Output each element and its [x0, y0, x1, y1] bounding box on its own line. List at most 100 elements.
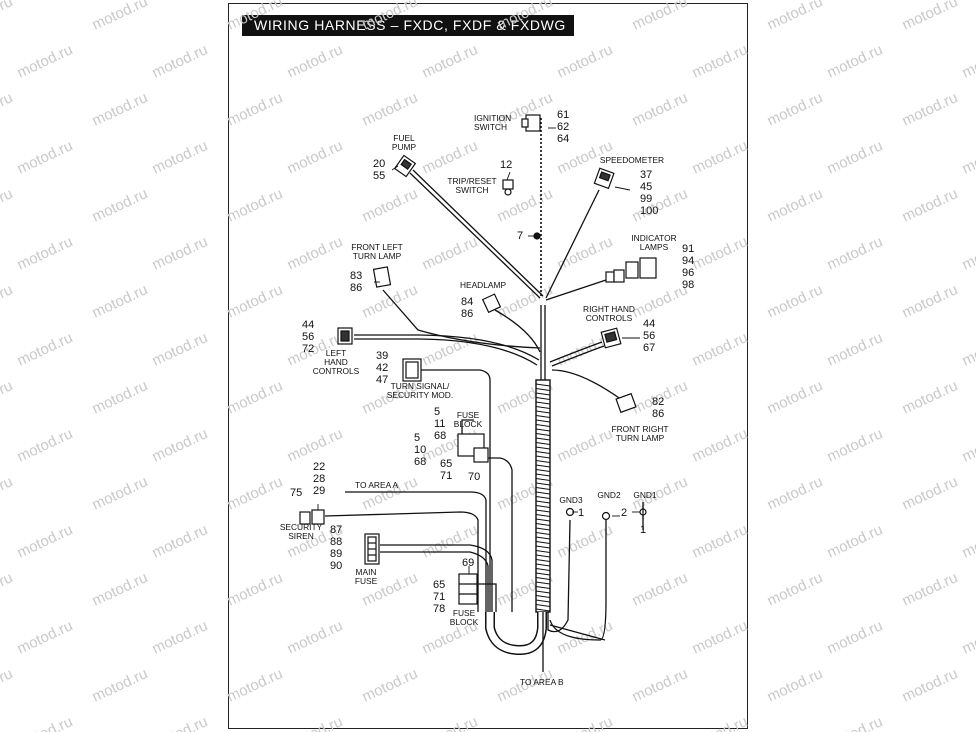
watermark-text: motod.ru [765, 185, 826, 225]
trip-reset-label: TRIP/RESET [447, 176, 496, 186]
trunk-rib [535, 401, 551, 405]
fuse-block-upper-left-wire-number: 10 [414, 444, 426, 456]
fuse-block-lower-label: BLOCK [450, 617, 479, 627]
watermark-text: motod.ru [960, 521, 976, 561]
trunk-rib [535, 550, 551, 553]
front-left-turn-wire-number: 83 [350, 270, 362, 282]
fuse-block-upper-wire-number: 5 [434, 406, 440, 418]
watermark-text: motod.ru [15, 329, 76, 369]
watermark-text: motod.ru [900, 281, 961, 321]
trunk-rib [535, 523, 551, 526]
trunk-rib [535, 527, 551, 531]
watermark-text: motod.ru [690, 329, 751, 369]
watermark-text: motod.ru [960, 41, 976, 81]
turn-signal-module-shape [402, 358, 422, 382]
left-hand-controls-label: HAND [324, 357, 348, 367]
fuel-pump-label: PUMP [392, 142, 417, 152]
watermark-text: motod.ru [285, 617, 346, 657]
fuse-block-upper-left-wire-number: 68 [414, 456, 426, 468]
clip-shape [533, 232, 541, 240]
watermark-text: motod.ru [150, 137, 211, 177]
gnd2-label: GND2 [597, 490, 621, 500]
watermark-text: motod.ru [15, 137, 76, 177]
watermark-text: motod.ru [690, 233, 751, 273]
watermark-text: motod.ru [285, 137, 346, 177]
watermark-text: motod.ru [90, 569, 151, 609]
fuse-block-upper-right-wire-number: 65 [440, 458, 452, 470]
watermark-text: motod.ru [690, 617, 751, 657]
right-hand-controls-wire-number: 44 [643, 318, 655, 330]
fuel-pump-wire-number: 20 [373, 158, 385, 170]
watermark-text: motod.ru [900, 0, 961, 34]
watermark-text: motod.ru [555, 617, 616, 657]
watermark-text: motod.ru [90, 89, 151, 129]
watermark-text: motod.ru [900, 473, 961, 513]
watermark-text: motod.ru [90, 281, 151, 321]
trunk-rib [535, 478, 551, 481]
watermark-text: motod.ru [555, 41, 616, 81]
watermark-text: motod.ru [0, 665, 15, 705]
trunk-rib [535, 428, 551, 432]
watermark-text: motod.ru [90, 185, 151, 225]
trunk-rib [535, 473, 551, 477]
trunk-rib [535, 442, 551, 445]
trunk-rib [535, 383, 551, 387]
trunk-rib [535, 532, 551, 535]
watermark-text: motod.ru [825, 137, 886, 177]
trunk-rib [535, 554, 551, 558]
watermark-text: motod.ru [690, 41, 751, 81]
indicator-lamps-wire-number: 96 [682, 267, 694, 279]
watermark-text: motod.ru [150, 713, 211, 732]
ignition-wire-number: 61 [557, 109, 569, 121]
watermark-text: motod.ru [0, 185, 15, 225]
watermark-text: motod.ru [630, 185, 691, 225]
trunk-rib [535, 419, 551, 423]
watermark-text: motod.ru [0, 89, 15, 129]
watermark-text: motod.ru [765, 665, 826, 705]
diagram-title: WIRING HARNESS – FXDC, FXDF & FXDWG [242, 15, 574, 36]
trunk-rib [535, 451, 551, 454]
fuse-block-lower-wire-number: 71 [433, 591, 445, 603]
speedometer-wire-number: 99 [640, 193, 652, 205]
trunk-rib [535, 563, 551, 567]
watermark-text: motod.ru [765, 281, 826, 321]
front-left-turn-label: TURN LAMP [353, 251, 402, 261]
watermark-text: motod.ru [15, 521, 76, 561]
ignition-wire-number: 64 [557, 133, 569, 145]
indicator-lamps-wire-number: 94 [682, 255, 694, 267]
ignition-connector-shape [521, 114, 541, 132]
front-right-turn-wire-number: 86 [652, 408, 664, 420]
trunk-rib [535, 586, 551, 589]
watermark-text: motod.ru [960, 329, 976, 369]
indicator-lamps-label: LAMPS [640, 242, 669, 252]
to-area-b-label: TO AREA B [520, 677, 564, 687]
watermark-text: motod.ru [285, 425, 346, 465]
trunk-rib [535, 482, 551, 486]
main-fuse-wire-number: 88 [330, 536, 342, 548]
speedometer-wire-number: 100 [640, 205, 658, 217]
to-area-a-label: TO AREA A [355, 480, 399, 490]
trunk-rib [535, 455, 551, 459]
watermark-text: motod.ru [420, 233, 481, 273]
trunk-rib [535, 388, 551, 391]
left-hand-controls-label: LEFT [326, 348, 346, 358]
watermark-text: motod.ru [690, 137, 751, 177]
trunk-rib [535, 437, 551, 441]
siren-connector-wire-number: 29 [313, 485, 325, 497]
watermark-text: motod.ru [825, 425, 886, 465]
fuel-pump-connector-shape [393, 154, 417, 178]
siren-connector-wire-number: 28 [313, 473, 325, 485]
main-fuse-wire-number: 90 [330, 560, 342, 572]
watermark-text: motod.ru [765, 0, 826, 34]
